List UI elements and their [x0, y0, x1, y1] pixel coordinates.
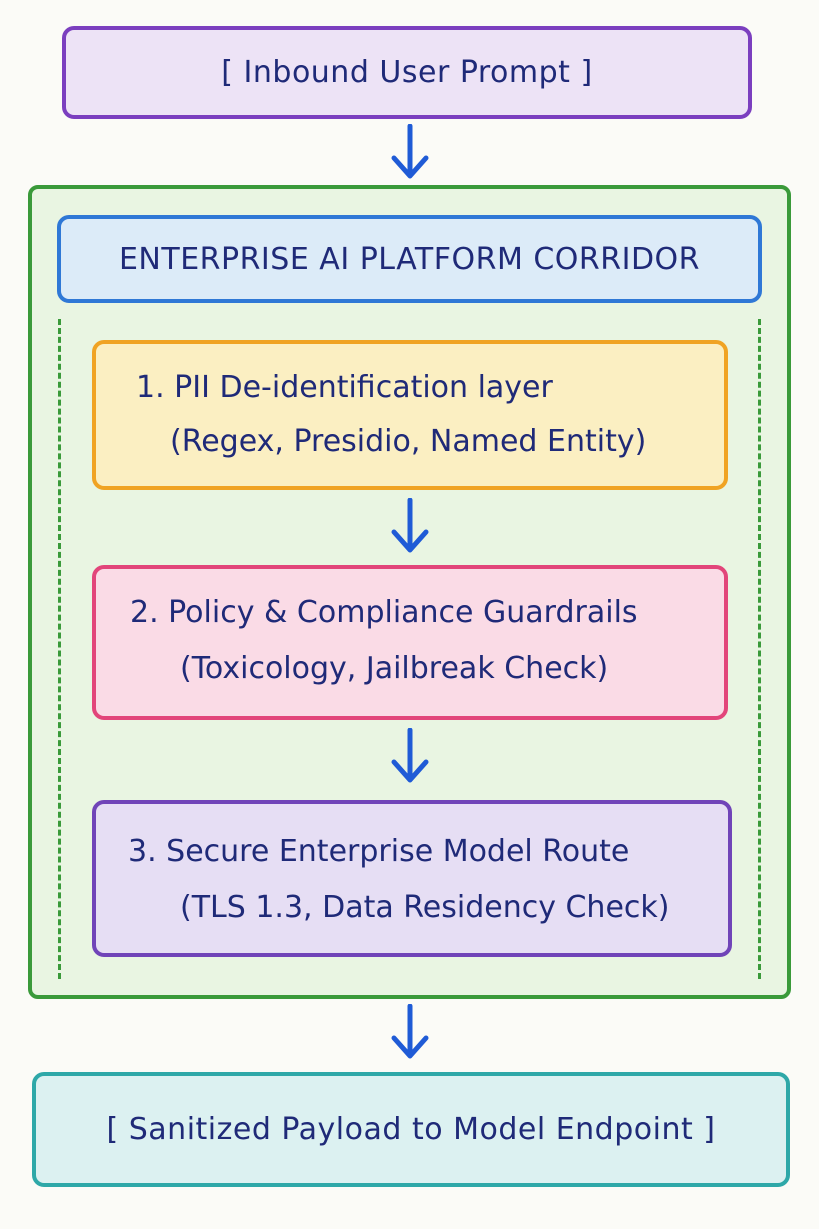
step-3-title: 3. Secure Enterprise Model Route: [128, 834, 630, 869]
arrow-down-icon: [391, 728, 429, 783]
step-policy-guardrails: 2. Policy & Compliance Guardrails (Toxic…: [92, 565, 728, 720]
sanitized-payload-label: [ Sanitized Payload to Model Endpoint ]: [106, 1112, 716, 1147]
step-2-detail: (Toxicology, Jailbreak Check): [180, 651, 609, 686]
step-2-title: 2. Policy & Compliance Guardrails: [130, 595, 638, 630]
corridor-title-box: ENTERPRISE AI PLATFORM CORRIDOR: [57, 215, 762, 303]
step-1-title: 1. PII De-identification layer: [136, 370, 553, 405]
inbound-prompt-box: [ Inbound User Prompt ]: [62, 26, 752, 119]
step-secure-model-route: 3. Secure Enterprise Model Route (TLS 1.…: [92, 800, 732, 957]
arrow-down-icon: [391, 1004, 429, 1059]
step-1-detail: (Regex, Presidio, Named Entity): [170, 424, 647, 459]
arrow-down-icon: [391, 124, 429, 179]
corridor-title: ENTERPRISE AI PLATFORM CORRIDOR: [118, 241, 701, 277]
arrow-down-icon: [391, 498, 429, 553]
step-pii-deidentification: 1. PII De-identification layer (Regex, P…: [92, 340, 728, 490]
corridor-rail-left: [58, 319, 61, 979]
corridor-rail-right: [758, 319, 761, 979]
sanitized-payload-box: [ Sanitized Payload to Model Endpoint ]: [32, 1072, 790, 1187]
inbound-prompt-label: [ Inbound User Prompt ]: [221, 55, 593, 90]
step-3-detail: (TLS 1.3, Data Residency Check): [180, 890, 670, 925]
